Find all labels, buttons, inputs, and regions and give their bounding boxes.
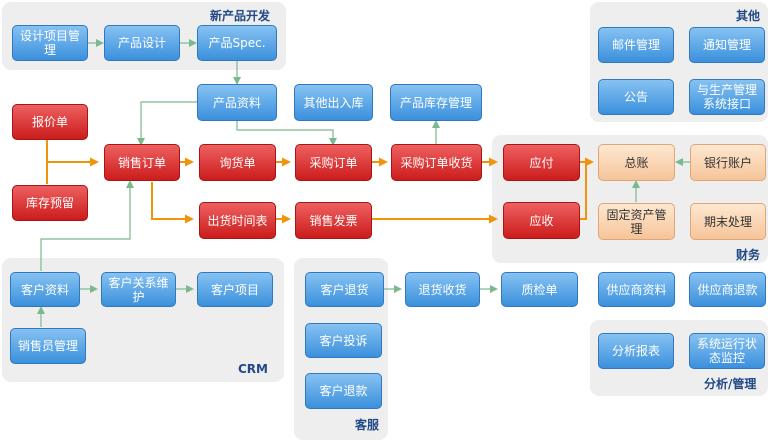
link-productdata-to-salesorder (137, 101, 197, 146)
general-ledger-node[interactable]: 总账 (598, 144, 675, 181)
bank-account-node[interactable]: 银行账户 (690, 144, 766, 181)
notice-mgmt-node[interactable]: 通知管理 (689, 27, 765, 63)
product-spec-node[interactable]: 产品Spec. (197, 25, 277, 61)
other-inout-node[interactable]: 其他出入库 (294, 84, 373, 121)
stock-reserve-node[interactable]: 库存预留 (12, 185, 88, 221)
system-monitor-node[interactable]: 系统运行状态监控 (689, 333, 765, 369)
link-salesorder-to-shipschedule (151, 182, 194, 224)
service-panel-title: 客服 (355, 418, 380, 432)
new-product-panel-title: 新产品开发 (210, 9, 271, 23)
crm-panel-title: CRM (238, 362, 268, 376)
link-customerdata-to-salesorder (40, 180, 134, 271)
quotation-node[interactable]: 报价单 (12, 104, 88, 140)
purchase-receipt-node[interactable]: 采购订单收货 (391, 144, 482, 181)
analysis-panel-title: 分析/管理 (704, 377, 757, 391)
customer-refund-node[interactable]: 客户退款 (305, 373, 382, 409)
product-stock-mgmt-node[interactable]: 产品库存管理 (390, 84, 482, 121)
sales-order-node[interactable]: 销售订单 (104, 144, 180, 181)
product-data-node[interactable]: 产品资料 (197, 84, 277, 121)
announcement-node[interactable]: 公告 (598, 79, 674, 115)
link-receivable-to-ledger (580, 162, 587, 220)
quality-check-node[interactable]: 质检单 (501, 272, 578, 307)
finance-panel-title: 财务 (736, 248, 761, 262)
supplier-refund-node[interactable]: 供应商退款 (689, 272, 766, 307)
period-end-node[interactable]: 期末处理 (690, 203, 766, 240)
fixed-assets-node[interactable]: 固定资产管理 (598, 203, 675, 240)
receivable-node[interactable]: 应收 (503, 202, 580, 239)
customer-data-node[interactable]: 客户资料 (10, 272, 80, 307)
sales-invoice-node[interactable]: 销售发票 (295, 202, 372, 239)
product-design-node[interactable]: 产品设计 (104, 25, 180, 61)
email-mgmt-node[interactable]: 邮件管理 (598, 27, 674, 63)
customer-complaint-node[interactable]: 客户投诉 (305, 323, 382, 358)
return-receipt-node[interactable]: 退货收货 (405, 272, 480, 307)
other-panel-title: 其他 (736, 9, 761, 23)
supplier-data-node[interactable]: 供应商资料 (598, 272, 675, 307)
analysis-report-node[interactable]: 分析报表 (598, 333, 674, 369)
customer-relation-node[interactable]: 客户关系维护 (101, 272, 176, 307)
purchase-order-node[interactable]: 采购订单 (295, 144, 372, 181)
production-interface-node[interactable]: 与生产管理系统接口 (689, 79, 765, 115)
design-project-node[interactable]: 设计项目管理 (12, 25, 88, 61)
ship-schedule-node[interactable]: 出货时间表 (199, 202, 276, 239)
inquiry-node[interactable]: 询货单 (199, 144, 276, 181)
customer-return-node[interactable]: 客户退货 (305, 272, 384, 307)
sales-rep-mgmt-node[interactable]: 销售员管理 (10, 328, 86, 364)
payable-node[interactable]: 应付 (503, 144, 580, 181)
link-productdata-to-purchaseorder (236, 121, 337, 146)
customer-project-node[interactable]: 客户项目 (197, 272, 273, 307)
